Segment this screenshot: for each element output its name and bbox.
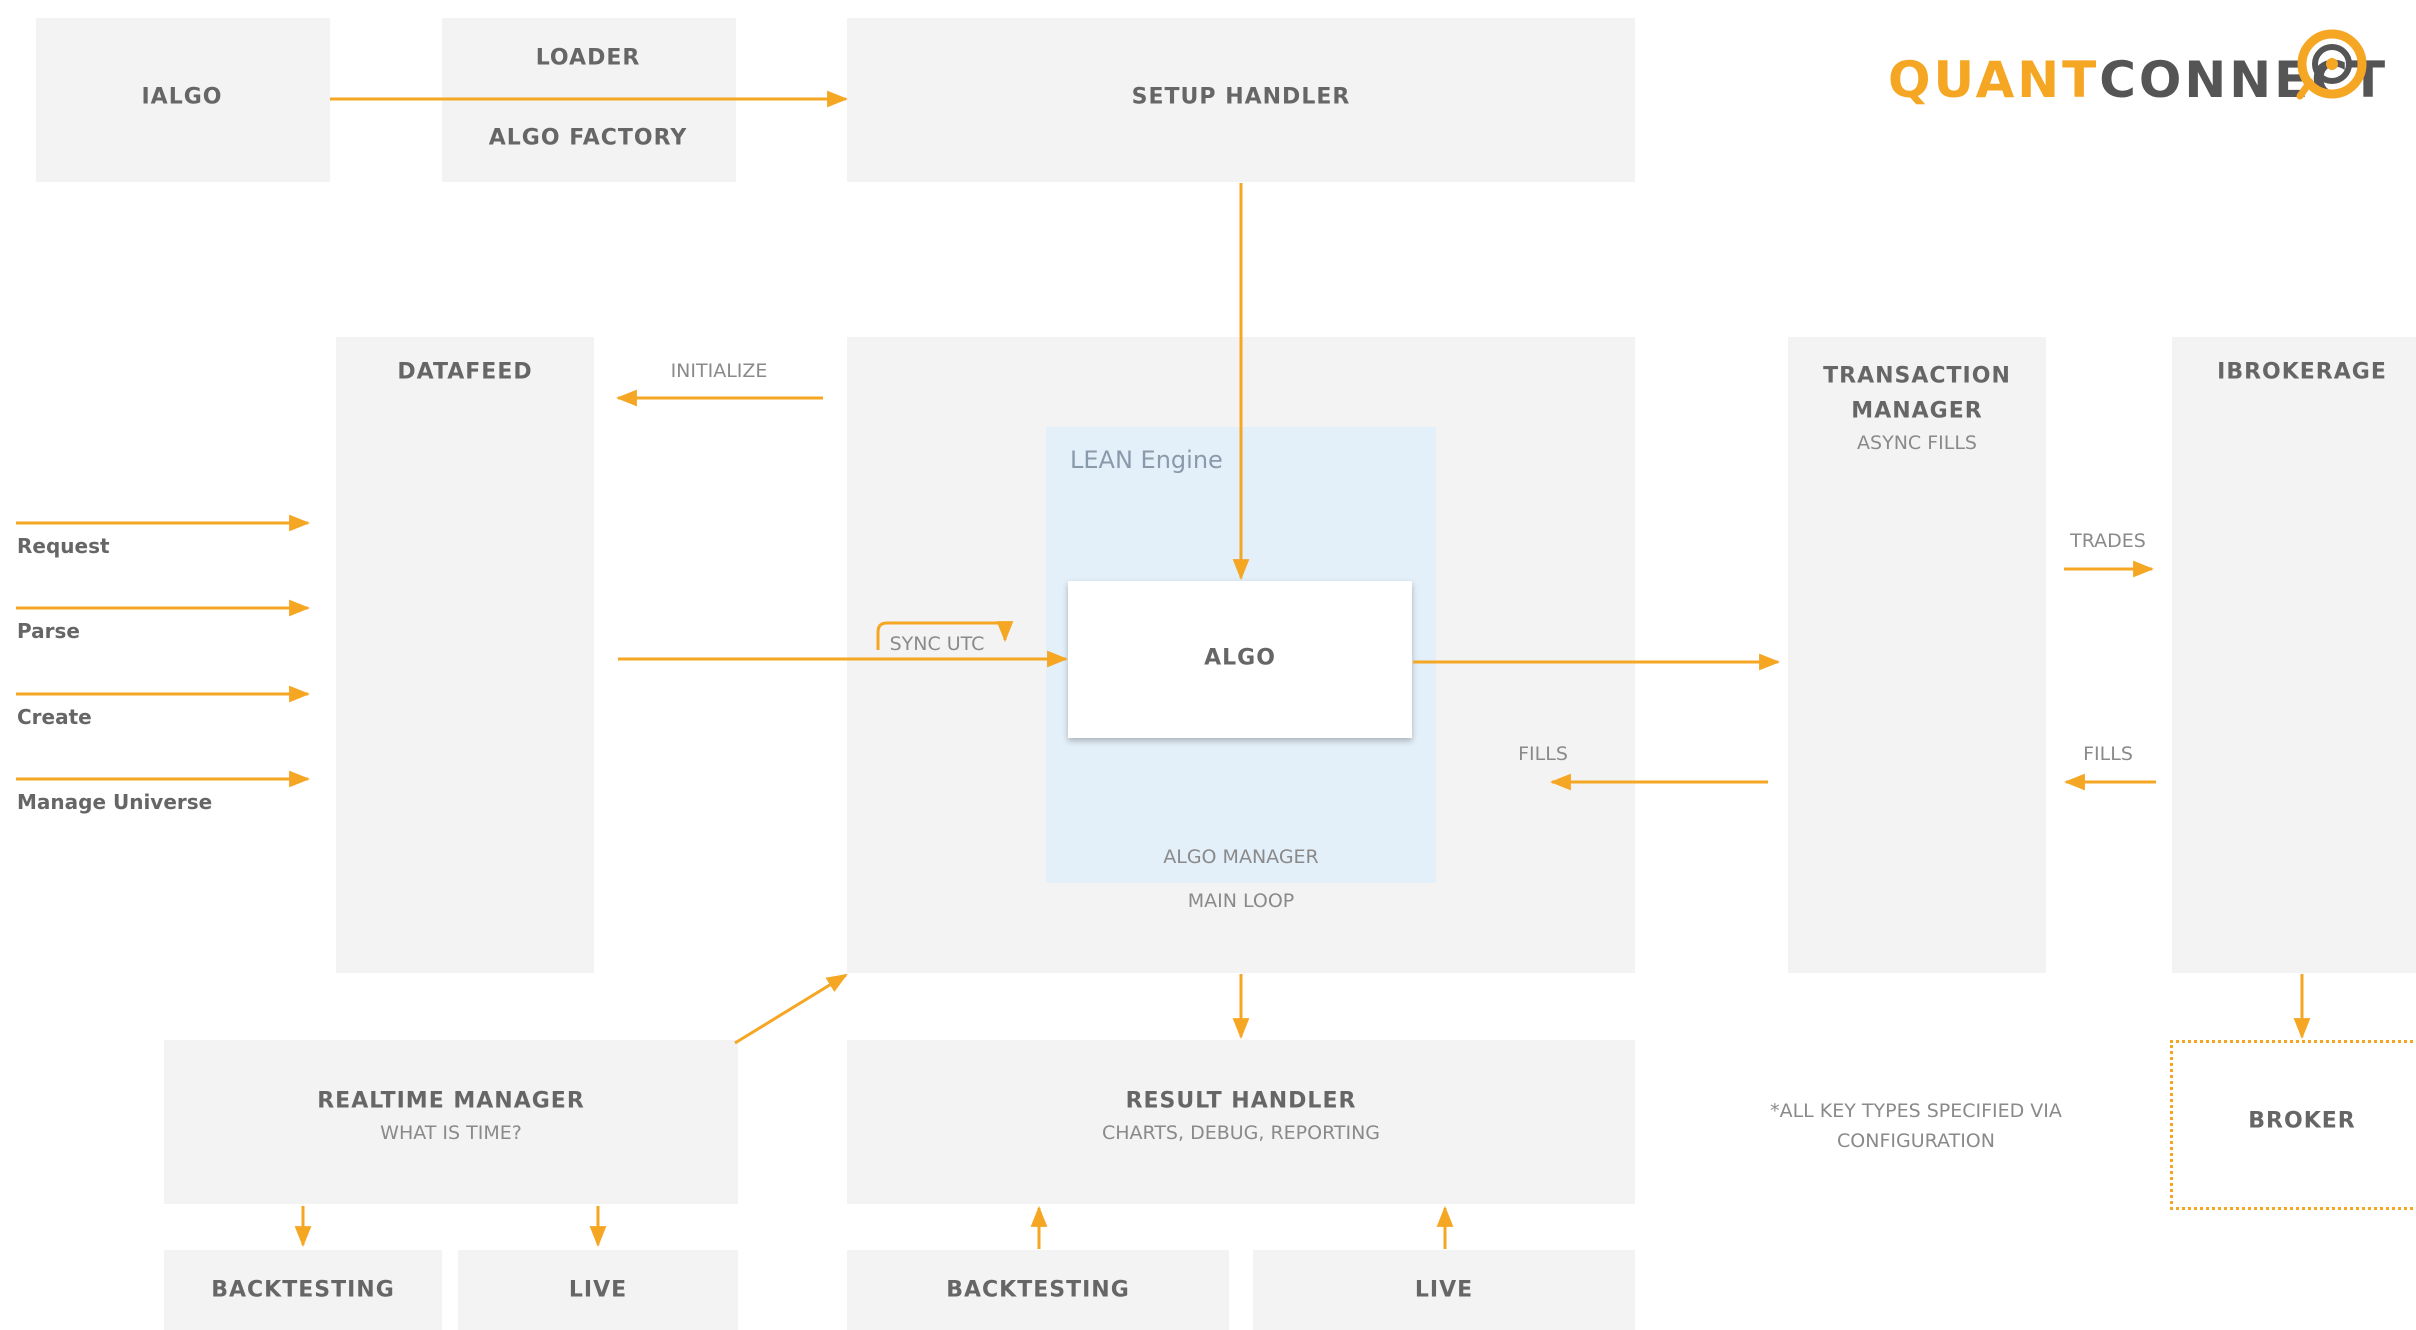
manage-universe-label: Manage Universe bbox=[17, 790, 213, 814]
fills-right-label: FILLS bbox=[2083, 743, 2133, 765]
setup-handler-label: SETUP HANDLER bbox=[1131, 84, 1351, 110]
backtesting-box-realtime bbox=[164, 1250, 442, 1330]
transaction-sub-label: ASYNC FILLS bbox=[1857, 432, 1977, 454]
sync-utc-label: SYNC UTC bbox=[889, 633, 985, 655]
request-label: Request bbox=[17, 534, 110, 558]
broker-label: BROKER bbox=[2248, 1108, 2356, 1134]
realtime-manager-label: REALTIME MANAGER bbox=[317, 1088, 585, 1114]
arrow-sync-utc-loop bbox=[876, 621, 1014, 650]
main-loop-label: MAIN LOOP bbox=[1187, 890, 1295, 912]
algo-box bbox=[1068, 581, 1412, 738]
backtesting-label-realtime: BACKTESTING bbox=[211, 1277, 395, 1303]
ibrokerage-label: IBROKERAGE bbox=[2217, 359, 2387, 385]
parse-label: Parse bbox=[17, 619, 80, 643]
result-handler-sub-label: CHARTS, DEBUG, REPORTING bbox=[1101, 1122, 1381, 1144]
live-box-realtime bbox=[458, 1250, 738, 1330]
footnote-line1: *ALL KEY TYPES SPECIFIED VIA bbox=[1770, 1100, 2062, 1122]
datafeed-box bbox=[336, 337, 594, 973]
create-label: Create bbox=[17, 705, 92, 729]
live-box-result bbox=[1253, 1250, 1635, 1330]
backtesting-label-result: BACKTESTING bbox=[946, 1277, 1130, 1303]
lean-engine-title: LEAN Engine bbox=[1070, 446, 1223, 474]
setup-handler-box bbox=[847, 18, 1635, 182]
footnote-line2: CONFIGURATION bbox=[1837, 1130, 1995, 1152]
loader-label: LOADER bbox=[535, 45, 641, 71]
datafeed-label: DATAFEED bbox=[397, 359, 533, 385]
result-handler-box bbox=[847, 1040, 1635, 1204]
ibrokerage-box bbox=[2172, 337, 2416, 973]
ialgo-label: IALGO bbox=[141, 84, 223, 110]
transaction-label-line1: TRANSACTION bbox=[1823, 363, 2011, 389]
algo-label: ALGO bbox=[1204, 645, 1276, 671]
result-handler-label: RESULT HANDLER bbox=[1125, 1088, 1357, 1114]
broker-box bbox=[2170, 1040, 2416, 1210]
ialgo-box bbox=[36, 18, 330, 182]
realtime-manager-box bbox=[164, 1040, 738, 1204]
logo-part-quant: QUANT bbox=[1888, 51, 2100, 109]
quantconnect-logo-icon bbox=[2296, 29, 2367, 100]
live-label-realtime: LIVE bbox=[568, 1277, 628, 1303]
trades-label: TRADES bbox=[2070, 530, 2146, 552]
transaction-manager-box bbox=[1788, 337, 2046, 973]
transaction-label-line2: MANAGER bbox=[1851, 398, 1983, 424]
algo-factory-label: ALGO FACTORY bbox=[488, 125, 688, 151]
backtesting-box-result bbox=[847, 1250, 1229, 1330]
fills-left-label: FILLS bbox=[1518, 743, 1568, 765]
live-label-result: LIVE bbox=[1414, 1277, 1474, 1303]
algo-manager-label: ALGO MANAGER bbox=[1163, 846, 1319, 868]
arrow-realtime-to-main bbox=[734, 973, 848, 1045]
realtime-manager-sub-label: WHAT IS TIME? bbox=[380, 1122, 522, 1144]
initialize-label: INITIALIZE bbox=[670, 360, 768, 382]
